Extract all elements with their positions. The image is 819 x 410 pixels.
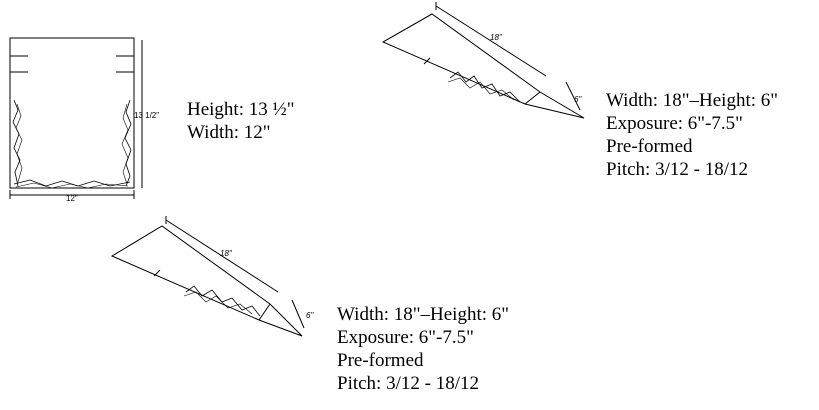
flat-shingle-outline (9, 37, 135, 189)
ridge-cap-bottom-drawing (110, 216, 305, 337)
ridge-bottom-size-spec: Width: 18"–Height: 6" (337, 304, 510, 325)
ridge-bottom-height-dimension: 6" (306, 311, 314, 320)
ridge-top-pitch-spec: Pitch: 3/12 - 18/12 (606, 159, 748, 180)
flat-shingle-drawing (9, 37, 143, 199)
ridge-top-preformed-spec: Pre-formed (606, 136, 693, 157)
ridge-cap-bottom-outline (110, 225, 303, 337)
ridge-cap-top-drawing (381, 2, 585, 119)
ridge-bottom-preformed-spec: Pre-formed (337, 350, 424, 371)
ridge-top-exposure-spec: Exposure: 6"-7.5" (606, 113, 743, 134)
flat-shingle-specs: Height: 13 ½" Width: 12" (187, 98, 295, 144)
ridge-top-height-dimension: 6" (574, 95, 582, 104)
ridge-bottom-length-dimension: 18" (220, 249, 233, 258)
ridge-bottom-pitch-spec: Pitch: 3/12 - 18/12 (337, 373, 479, 394)
flat-width-spec: Width: 12" (187, 122, 271, 143)
ridge-top-length-dimension: 18" (490, 33, 503, 42)
flat-bottom-dimension: 12" (66, 194, 78, 203)
ridge-top-specs: Width: 18"–Height: 6" Exposure: 6"-7.5" … (606, 89, 778, 181)
ridge-top-size-spec: Width: 18"–Height: 6" (606, 90, 779, 111)
ridge-cap-top-outline (381, 13, 585, 119)
flat-height-spec: Height: 13 ½" (187, 99, 295, 120)
ridge-bottom-exposure-spec: Exposure: 6"-7.5" (337, 327, 474, 348)
flat-side-dimension: 13 1/2" (134, 111, 159, 120)
ridge-bottom-specs: Width: 18"–Height: 6" Exposure: 6"-7.5" … (337, 303, 509, 395)
